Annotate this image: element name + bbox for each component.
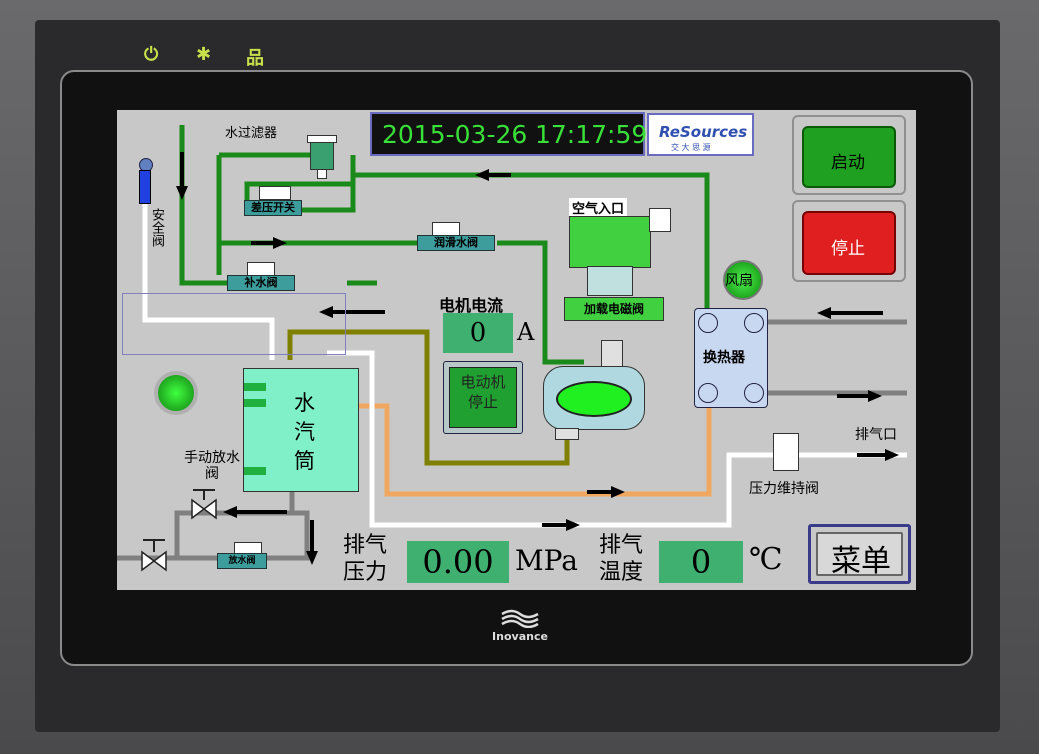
air-filter-body: [569, 216, 651, 268]
company-logo: ReSources 交 大 思 源: [647, 113, 754, 156]
exhaust-pressure-title: 排气压力: [343, 533, 388, 585]
flow-arrows: [176, 152, 899, 565]
water-filter-icon: [305, 135, 337, 180]
pressure-hold-valve-label: 压力维持阀: [749, 481, 819, 497]
manual-drain-valve-icon: [191, 489, 217, 520]
tank-label: 水汽筒: [294, 391, 315, 473]
drain-valve-outlet-icon: [141, 539, 167, 572]
fill-valve-tag: 补水阀: [227, 275, 295, 291]
menu-label: 菜单: [831, 544, 891, 579]
lube-valve-icon: [432, 222, 460, 236]
fan-indicator-icon: [723, 260, 763, 300]
star-icon: ✱: [196, 44, 212, 65]
exhaust-temp-value: 0: [659, 541, 743, 583]
menu-button-frame: 菜单: [808, 524, 911, 584]
manual-drain-valve-label: 手动放水阀: [184, 450, 240, 482]
start-label: 启动: [831, 153, 865, 173]
exhaust-pressure-unit: MPa: [515, 544, 578, 577]
brand-text: Inovance: [492, 630, 548, 643]
orange-pipes: [357, 400, 712, 497]
diff-pressure-switch-tag: 差压开关: [244, 200, 302, 216]
safety-valve-label: 安全阀: [149, 208, 164, 247]
intake-valve-icon: [587, 266, 633, 296]
motor-current-title: 电机电流: [439, 296, 504, 315]
time-text: 17:17:59: [535, 120, 648, 149]
load-solenoid-tag: 加载电磁阀: [564, 297, 664, 321]
stop-button[interactable]: 停止: [802, 211, 896, 275]
exhaust-temp-title: 排气温度: [599, 533, 644, 585]
inovance-wave-icon: [501, 609, 539, 629]
pressure-hold-valve-icon: [773, 433, 799, 471]
water-steam-tank: 水汽筒: [243, 368, 359, 492]
motor-status-text: 电动机停止: [449, 367, 517, 428]
air-inlet-side-icon: [649, 208, 671, 232]
diff-pressure-switch-icon: [259, 186, 291, 200]
heat-exchanger-label: 换热器: [703, 350, 745, 366]
logo-text: ReSources: [659, 123, 748, 141]
air-inlet-label: 空气入口: [569, 198, 628, 217]
stop-label: 停止: [831, 239, 865, 259]
status-lamp-icon: [154, 371, 198, 415]
selection-box: [122, 293, 346, 355]
fan-label: 风扇: [725, 273, 753, 289]
safety-valve-icon: [139, 170, 151, 204]
motor-current-unit: A: [517, 318, 535, 346]
power-icon: ⏻: [144, 44, 159, 65]
stop-button-frame: 停止: [792, 200, 906, 282]
logo-subtext: 交 大 思 源: [671, 143, 711, 152]
lube-valve-tag: 润滑水阀: [417, 235, 495, 251]
network-icon: 品: [246, 48, 264, 69]
compressor-body: [543, 366, 645, 430]
hmi-screen: 2015-03-26 17:17:59 ReSources 交 大 思 源 启动…: [117, 110, 916, 590]
exhaust-port-label: 排气口: [855, 427, 897, 443]
exhaust-pressure-value: 0.00: [407, 541, 509, 583]
menu-button[interactable]: 菜单: [816, 532, 903, 579]
start-button[interactable]: 启动: [802, 126, 896, 188]
motor-current-value: 0: [443, 313, 513, 353]
datetime-display: 2015-03-26 17:17:59: [370, 112, 648, 156]
heat-exchanger: 换热器: [694, 308, 768, 408]
compressor-foot-icon: [555, 428, 579, 440]
date-text: 2015-03-26: [382, 120, 528, 149]
start-button-frame: 启动: [792, 115, 906, 195]
exhaust-temp-unit: ℃: [749, 542, 783, 577]
motor-status-frame: 电动机停止: [443, 361, 523, 434]
drain-valve-tag: 放水阀: [217, 553, 267, 569]
inovance-logo: Inovance: [490, 608, 550, 648]
olive-pipes: [287, 329, 570, 466]
water-filter-label: 水过滤器: [225, 126, 278, 141]
fill-valve-icon: [247, 262, 275, 276]
